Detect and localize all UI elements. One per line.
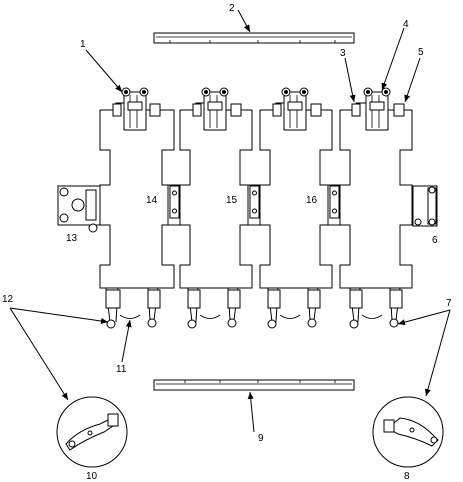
bracket-column-2 — [179, 102, 261, 289]
detail-circle-left — [56, 396, 128, 468]
callout-9: 9 — [258, 433, 264, 444]
bottom-rocker-arm-1 — [105, 287, 161, 329]
callout-1: 1 — [80, 39, 86, 50]
callout-8: 8 — [404, 471, 410, 482]
top-rocker-shaft — [153, 32, 355, 44]
bottom-rocker-shaft — [153, 379, 355, 391]
middle-link-16 — [329, 185, 340, 219]
bottom-rocker-arm-4 — [349, 287, 403, 329]
callout-12: 12 — [2, 294, 14, 305]
callout-2: 2 — [229, 3, 235, 14]
callout-4: 4 — [403, 19, 409, 30]
top-rocker-cluster-2 — [201, 87, 229, 131]
callout-11: 11 — [116, 364, 127, 375]
callout-15: 15 — [226, 195, 238, 206]
middle-link-14 — [169, 185, 180, 219]
bracket-column-3 — [259, 102, 341, 289]
top-rocker-cluster-3 — [281, 87, 309, 131]
bracket-column-4 — [339, 102, 413, 289]
left-end-bracket — [57, 185, 101, 233]
bracket-column-1 — [99, 102, 181, 289]
top-spacer-blocks — [112, 103, 405, 117]
callout-16: 16 — [306, 195, 318, 206]
callout-5: 5 — [418, 47, 424, 58]
callout-10: 10 — [86, 471, 98, 482]
top-rocker-cluster-1 — [121, 87, 149, 131]
bottom-rocker-arm-2 — [187, 287, 241, 329]
middle-link-15 — [249, 185, 260, 219]
callout-3: 3 — [340, 48, 346, 59]
callout-labels: 1 2 3 4 5 6 7 8 9 10 11 12 13 14 15 16 — [2, 3, 452, 482]
bottom-rocker-arm-3 — [267, 287, 321, 329]
callout-7: 7 — [446, 298, 452, 309]
callout-6: 6 — [432, 235, 438, 246]
detail-circle-right — [372, 396, 444, 468]
callout-14: 14 — [146, 195, 158, 206]
right-end-bracket — [412, 185, 438, 227]
callout-13: 13 — [66, 233, 78, 244]
leader-lines — [9, 9, 451, 433]
top-rocker-cluster-4 — [363, 87, 391, 131]
